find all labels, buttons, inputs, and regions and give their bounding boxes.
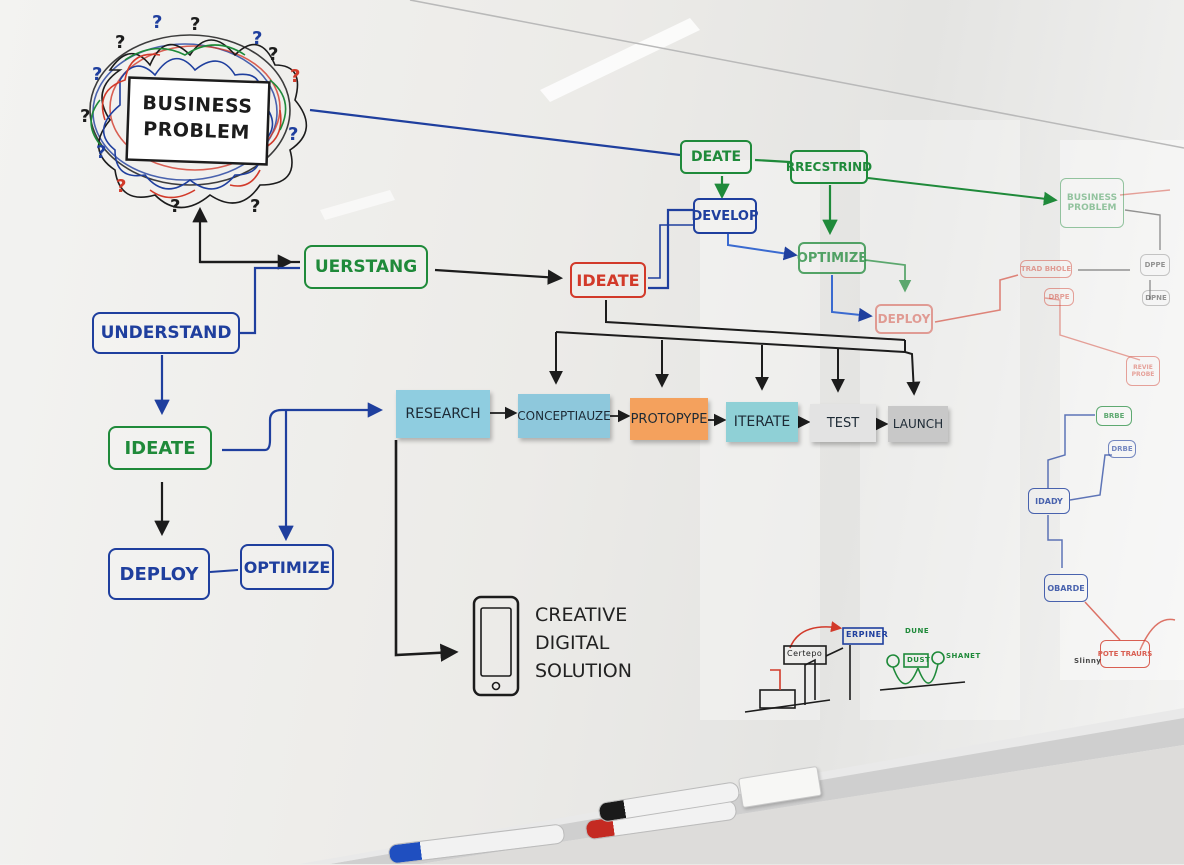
connector-problem-to-deate [309, 108, 681, 157]
svg-text:?: ? [288, 124, 298, 145]
connector-research-to-solution [394, 440, 459, 662]
business-problem-label: BUSINESS PROBLEM [140, 90, 254, 146]
top-deploy-box: DEPLOY [875, 304, 933, 334]
svg-text:?: ? [190, 14, 200, 35]
connector-deploy-right [934, 274, 1019, 323]
right-tiny-label: Slinny [1074, 657, 1102, 665]
right-problem-line-1: BUSINESS [1066, 193, 1118, 203]
sketch-diagram [744, 621, 966, 713]
right-box-2: TRAD BHOLE [1020, 260, 1072, 278]
connector-optimize-right [864, 259, 912, 293]
svg-text:?: ? [250, 196, 260, 217]
sticky-chain-arrows [490, 406, 889, 431]
right-box-3: DRPE [1044, 288, 1074, 306]
svg-text:?: ? [116, 176, 126, 197]
right-box-6: REVIE PROBE [1126, 356, 1160, 386]
sticky-note-test: TEST [810, 404, 876, 442]
sketch-label-b: ERPINER [846, 630, 889, 639]
light-reflection [1060, 140, 1184, 680]
left-ideate-box: IDEATE [108, 426, 212, 470]
board-top-edge [409, 0, 1184, 149]
svg-text:?: ? [290, 66, 300, 87]
business-problem-line-2: PROBLEM [142, 118, 251, 144]
creative-digital-solution-text: CREATIVE DIGITAL SOLUTION [535, 601, 632, 685]
left-understand-box: UNDERSTAND [92, 312, 240, 354]
sketch-label-tiny-a: DUNE [905, 627, 930, 635]
connector-uerstang-to-ideate [434, 268, 564, 285]
top-develop-box: DEVELOP [692, 198, 759, 234]
ceiling-light-reflection [540, 18, 700, 102]
right-box-11: POTE TRAURS [1098, 640, 1152, 668]
right-box-8: DRBE [1108, 440, 1136, 458]
sketch-label-tiny-b: DUST [907, 656, 931, 664]
sticky-note-launch: LAUNCH [888, 406, 948, 442]
sketch-label-a: Certepo [787, 649, 823, 658]
connector-understand-to-uerstang [240, 266, 300, 335]
phone-icon [472, 595, 520, 697]
top-deate-box: DEATE [680, 140, 752, 174]
right-box-4: DPPE [1140, 254, 1170, 276]
right-box-7: BRBE [1096, 406, 1132, 426]
business-problem-box [125, 76, 271, 166]
top-optimize-box: OPTIMIZE [797, 242, 867, 274]
sticky-note-conceptualize: CONCEPTIAUZE [517, 394, 611, 438]
right-faded-connectors [1044, 189, 1171, 361]
middle-ideate-box: IDEATE [570, 262, 646, 298]
question-marks: ? ? ? ? ? ? ? ? ? ? ? ? ? [80, 12, 300, 217]
top-research-box: RRECSTRIND [786, 150, 872, 184]
connector-ideate-to-develop-2 [648, 224, 693, 279]
svg-text:?: ? [115, 32, 125, 53]
connector-ideate-to-research [222, 402, 384, 452]
svg-text:?: ? [96, 142, 106, 163]
business-problem-line-1: BUSINESS [142, 92, 253, 118]
svg-text:?: ? [152, 12, 162, 33]
connector-develop-to-optimize [727, 234, 798, 261]
connector-research-to-right [867, 177, 1058, 206]
svg-text:?: ? [170, 196, 180, 217]
solution-line-2: DIGITAL [535, 632, 610, 654]
right-box-6-line-1: REVIE [1133, 364, 1153, 371]
left-optimize-box: OPTIMIZE [240, 544, 334, 590]
sticky-note-iterate: ITERATE [726, 402, 798, 442]
svg-text:?: ? [252, 28, 262, 49]
connector-ideate-to-develop [648, 208, 693, 290]
sticky-note-research: RESEARCH [396, 390, 490, 438]
connector-uerstang-to-problem [192, 206, 300, 264]
distribution-lines [549, 300, 921, 396]
svg-text:?: ? [80, 106, 90, 127]
right-box-10: OBARDE [1044, 574, 1088, 602]
right-box-9: IDADY [1028, 488, 1070, 514]
sticky-note-prototype: PROTOPYPE [630, 398, 708, 440]
connector-optimize-to-deploy [831, 275, 873, 322]
right-box-5: DPNE [1142, 290, 1170, 306]
left-deploy-box: DEPLOY [108, 548, 210, 600]
svg-text:?: ? [268, 44, 278, 65]
right-problem-line-2: PROBLEM [1067, 203, 1117, 213]
solution-line-3: SOLUTION [535, 660, 632, 682]
right-problem-box: BUSINESS PROBLEM [1060, 178, 1124, 228]
connector-deate-to-research [754, 158, 791, 164]
sketch-label-tiny-c: SHANET [946, 652, 981, 660]
ceiling-light-reflection [320, 190, 395, 220]
right-box-6-line-2: PROBE [1131, 371, 1155, 378]
connector-deploy-to-optimize [209, 569, 239, 573]
svg-text:?: ? [92, 64, 102, 85]
solution-line-1: CREATIVE [535, 604, 628, 626]
middle-uerstang-box: UERSTANG [304, 245, 428, 289]
